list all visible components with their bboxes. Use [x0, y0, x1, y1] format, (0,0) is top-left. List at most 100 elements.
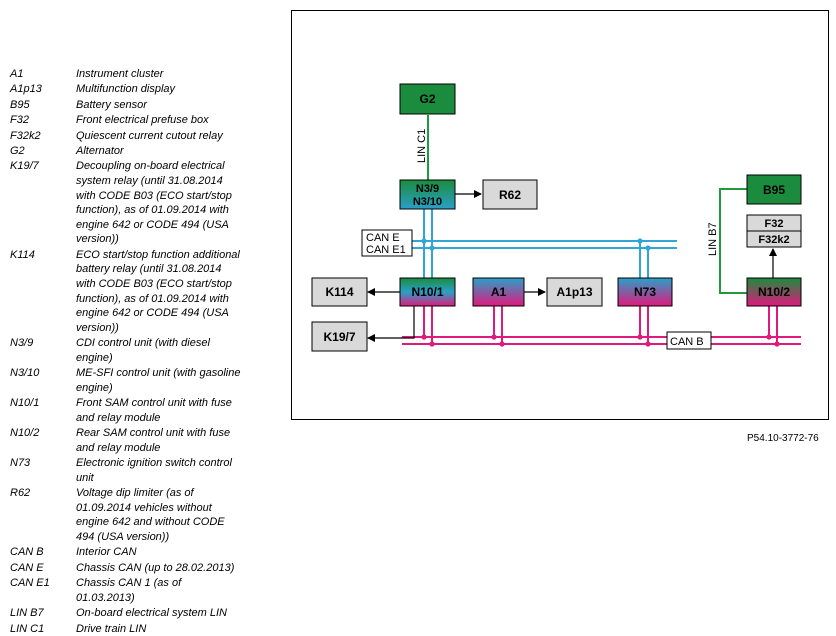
legend-description-line: Chassis CAN 1 (as of: [76, 577, 182, 590]
legend-description-line: system relay (until 31.08.2014: [76, 175, 223, 187]
legend-description-line: Alternator: [76, 145, 124, 157]
module-n73: N73: [617, 277, 673, 307]
legend-description-line: battery relay (until 31.08.2014: [76, 263, 222, 276]
svg-text:N10/1: N10/1: [411, 285, 443, 299]
legend-description-line: engine 642 or CODE 494 (USA: [76, 218, 229, 231]
legend-description-line: version)): [76, 321, 119, 334]
legend-description-line: engine 642 and without CODE: [76, 516, 225, 529]
legend-description-line: with CODE B03 (ECO start/stop: [76, 278, 232, 290]
svg-text:A1p13: A1p13: [556, 285, 592, 299]
module-f32-f32k2: F32 F32k2: [746, 214, 802, 248]
network-diagram: LIN C1 LIN B7 CAN E CAN E1: [291, 10, 829, 420]
legend-description-line: Chassis CAN (up to 28.02.2013): [76, 561, 235, 574]
svg-text:B95: B95: [763, 183, 785, 197]
legend-description-line: engine): [76, 351, 113, 364]
svg-text:K19/7: K19/7: [323, 330, 355, 344]
legend-description-line: Battery sensor: [76, 98, 147, 111]
lin-c1-label: LIN C1: [416, 129, 428, 163]
legend-description-line: Voltage dip limiter (as of: [76, 487, 194, 500]
legend-code: G2: [10, 145, 25, 157]
legend-description-line: Interior CAN: [76, 546, 137, 559]
module-n10-1: N10/1: [399, 277, 456, 307]
can-e-label: CAN E: [366, 232, 400, 244]
legend-description-line: 01.03.2013): [76, 591, 135, 604]
legend-description-line: Decoupling on-board electrical: [76, 160, 225, 173]
legend-description-line: engine): [76, 381, 113, 394]
legend-code: K19/7: [10, 160, 39, 173]
legend-code: N3/10: [10, 367, 40, 380]
legend-code: LIN C1: [10, 622, 45, 635]
can-b-label: CAN B: [670, 336, 704, 348]
svg-text:N3/10: N3/10: [413, 196, 442, 208]
module-a1p13: A1p13: [546, 277, 603, 307]
legend-description-line: and relay module: [76, 411, 161, 424]
legend-description-line: function), as of 01.09.2014 with: [76, 204, 229, 217]
legend-code: LIN B7: [10, 607, 44, 620]
legend-code: A1: [10, 68, 24, 80]
can-e1-label: CAN E1: [366, 244, 406, 256]
legend-description-line: Rear SAM control unit with fuse: [76, 427, 231, 440]
legend-code: N10/2: [10, 427, 40, 440]
svg-text:A1: A1: [491, 285, 507, 299]
svg-text:N3/9: N3/9: [416, 183, 439, 195]
legend-description-line: 494 (USA version)): [76, 531, 170, 543]
figure-code: P54.10-3772-76: [747, 433, 819, 444]
legend-code: K114: [10, 248, 35, 261]
legend-description-line: Quiescent current cutout relay: [76, 129, 223, 142]
svg-text:F32k2: F32k2: [758, 234, 789, 246]
svg-text:G2: G2: [419, 92, 435, 106]
svg-text:K114: K114: [325, 285, 353, 299]
legend-code: N10/1: [10, 397, 40, 410]
lin-b7-label: LIN B7: [707, 222, 719, 256]
svg-text:N10/2: N10/2: [758, 285, 790, 299]
lin-b7-line: [719, 188, 747, 294]
legend-description-line: CDI control unit (with diesel: [76, 337, 210, 350]
svg-text:N73: N73: [634, 285, 656, 299]
can-b-bus: [402, 306, 801, 345]
legend-description-line: Instrument cluster: [76, 68, 164, 80]
module-a1: A1: [472, 277, 525, 307]
legend-code: CAN E: [10, 561, 44, 574]
can-e-bus: [363, 209, 677, 278]
legend-code: CAN E1: [10, 577, 50, 590]
diagram-frame: [291, 10, 829, 420]
can-e-junctions: [421, 238, 651, 251]
legend-code: N3/9: [10, 337, 34, 350]
can-e-label-box: [361, 229, 413, 257]
legend-description-line: Front SAM control unit with fuse: [76, 397, 232, 410]
module-k19-7: K19/7: [311, 321, 368, 352]
can-b-label-box: [666, 331, 712, 350]
legend-code: R62: [10, 487, 31, 500]
legend-description-line: with CODE B03 (ECO start/stop: [76, 189, 232, 202]
legend-code: N73: [10, 457, 31, 470]
legend-description-line: Multifunction display: [76, 83, 176, 96]
module-n3-9-n3-10: N3/9 N3/10: [399, 179, 456, 210]
legend-description-line: Drive train LIN: [76, 622, 147, 635]
legend-description-line: unit: [76, 471, 94, 484]
legend-description-line: ME-SFI control unit (with gasoline: [76, 367, 241, 380]
svg-text:R62: R62: [499, 188, 521, 202]
module-r62: R62: [482, 179, 538, 210]
module-b95: B95: [746, 174, 802, 205]
module-n10-2: N10/2: [746, 277, 802, 307]
legend-code: A1p13: [10, 83, 42, 96]
arrow-n101-k197: [367, 306, 415, 342]
legend-description-line: engine 642 or CODE 494 (USA: [76, 307, 229, 320]
legend-description-line: function), as of 01.09.2014 with: [76, 292, 229, 305]
legend-description-line: Electronic ignition switch control: [76, 457, 232, 470]
legend-description-line: ECO start/stop function additional: [76, 248, 240, 261]
legend-description-line: 01.09.2014 vehicles without: [76, 501, 212, 514]
legend-description-line: version)): [76, 233, 119, 246]
legend-description-line: Front electrical prefuse box: [76, 114, 209, 127]
legend-code: F32k2: [10, 129, 41, 142]
module-g2: G2: [399, 83, 456, 115]
can-b-junctions: [421, 334, 780, 347]
legend-code: B95: [10, 98, 30, 111]
legend-description-line: On-board electrical system LIN: [76, 607, 227, 620]
legend-code: F32: [10, 114, 29, 127]
legend-description-line: and relay module: [76, 441, 161, 454]
legend-code: CAN B: [10, 546, 44, 559]
module-k114: K114: [311, 277, 368, 307]
svg-text:F32: F32: [765, 218, 784, 230]
